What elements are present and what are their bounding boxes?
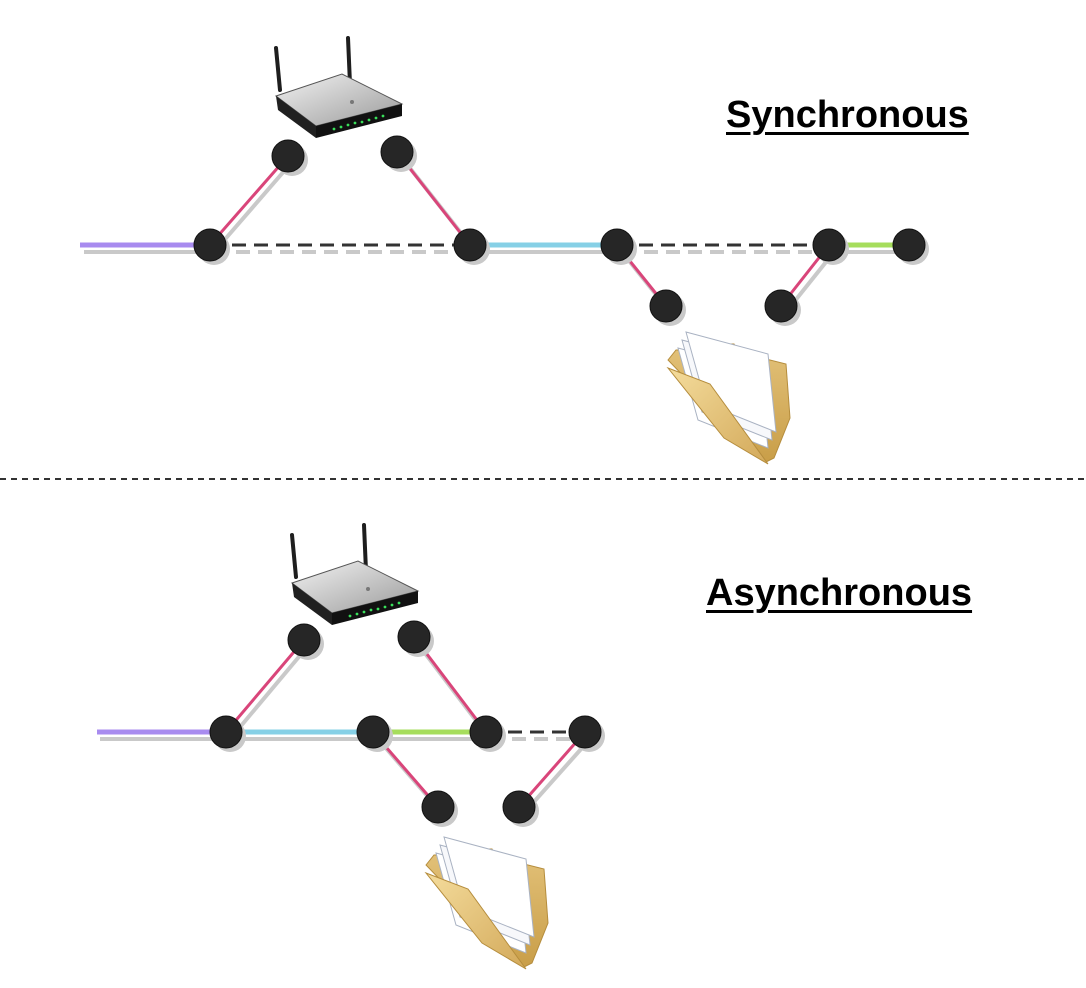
branch-node	[380, 135, 414, 169]
timeline-node	[600, 228, 634, 262]
branch-node	[421, 790, 455, 824]
timeline-node	[453, 228, 487, 262]
timeline-node	[469, 715, 503, 749]
router-icon	[274, 36, 404, 140]
timeline-node	[568, 715, 602, 749]
sync-diagram	[80, 36, 929, 465]
timeline-node	[356, 715, 390, 749]
async-shadows	[100, 642, 592, 815]
folder-icon	[425, 836, 549, 970]
branch-node	[397, 620, 431, 654]
branch-line	[208, 155, 290, 246]
router-icon	[290, 523, 420, 627]
branch-line	[224, 639, 306, 733]
branch-node	[287, 623, 321, 657]
folder-icon	[667, 331, 791, 465]
branch-line	[517, 731, 587, 808]
node-shadows	[214, 625, 605, 827]
timeline-node	[209, 715, 243, 749]
branch-node	[502, 790, 536, 824]
timeline-node	[193, 228, 227, 262]
branch-node	[271, 139, 305, 173]
timeline-node	[892, 228, 926, 262]
section-title-asynchronous: Asynchronous	[706, 572, 973, 614]
async-diagram	[97, 523, 605, 970]
timeline-node	[812, 228, 846, 262]
section-title-synchronous: Synchronous	[726, 94, 969, 136]
branch-node	[764, 289, 798, 323]
branch-node	[649, 289, 683, 323]
